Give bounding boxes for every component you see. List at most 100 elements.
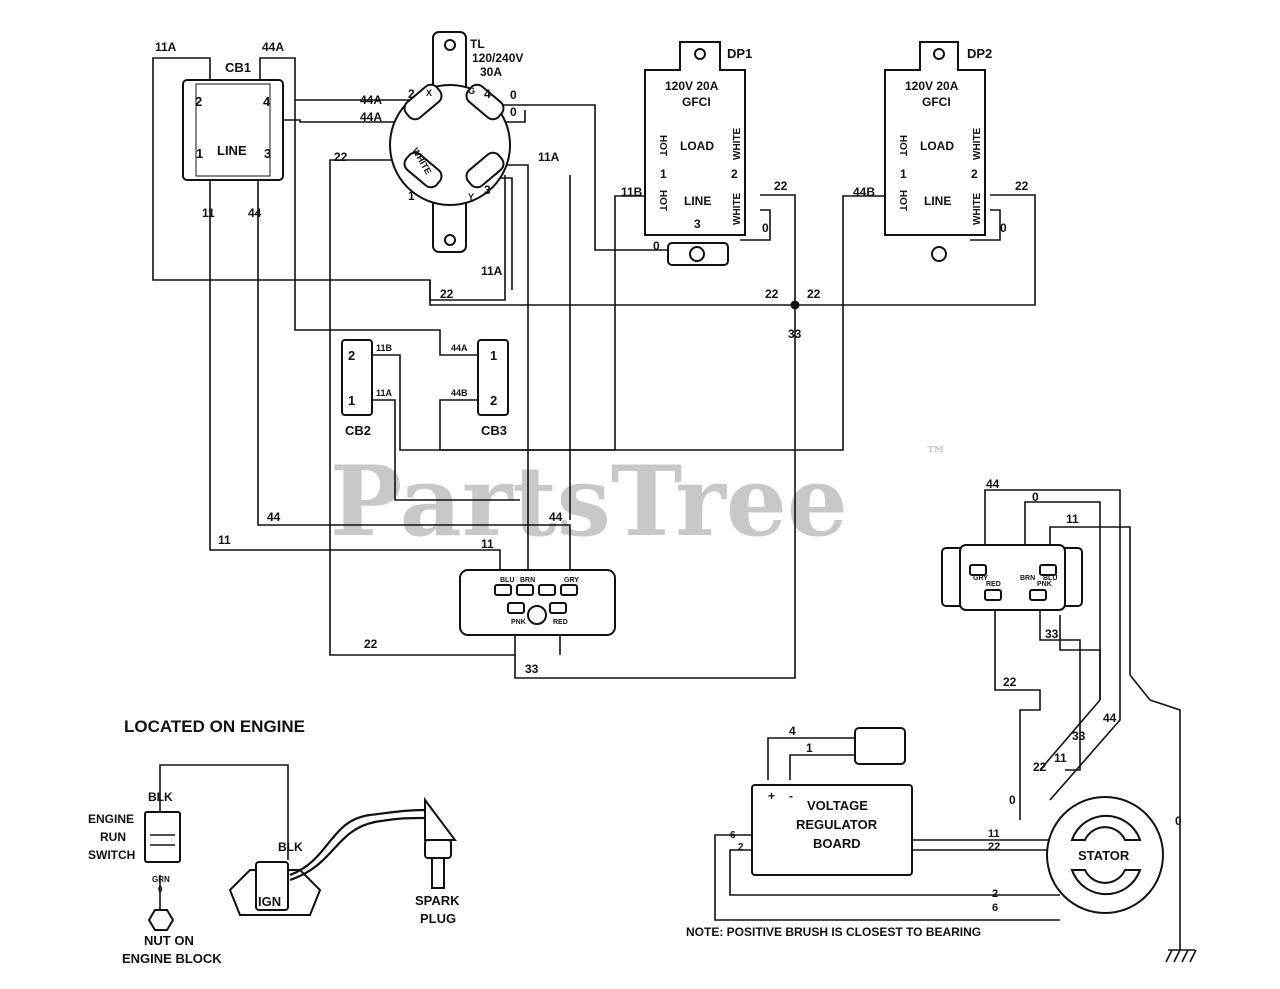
connector-pin-blu: BLU: [500, 577, 514, 584]
stator-connector-pin-brn: BRN: [1020, 575, 1035, 582]
cb1-pin-3: 3: [264, 146, 271, 161]
wires: [152, 57, 1181, 950]
wire-label: 44A: [451, 343, 468, 353]
wire-label: 11B: [621, 185, 643, 199]
tl-pin-1: 1: [408, 189, 415, 203]
cb1-breaker: CB1 2 4 1 3 LINE: [182, 60, 284, 181]
cb3-breaker: 1 2 CB3: [477, 339, 509, 438]
dp1-gfci: DP1 120V 20A GFCI LOAD LINE 1 2 3 HOT HO…: [644, 41, 752, 266]
stator-connector-pin-gry: GRY: [973, 575, 988, 582]
tl-terminal-y: Y: [468, 192, 474, 202]
tl-label: TL: [470, 37, 485, 51]
cb3-label: CB3: [481, 423, 507, 438]
connector-pin-pnk: PNK: [511, 619, 526, 626]
dp1-load-label: LOAD: [680, 139, 714, 153]
engine-wire-grn: GRN: [152, 875, 170, 884]
stator-connector-pin-blu: BLU: [1043, 575, 1057, 582]
wire-label: 0: [1009, 793, 1016, 807]
cb2-pin-2: 2: [348, 348, 355, 363]
dp1-pin-2: 2: [731, 167, 738, 181]
wire-label: 11A: [155, 40, 177, 54]
wire-label: 6: [730, 830, 736, 841]
dp2-line-label: LINE: [924, 194, 951, 208]
wire-label: 0: [1000, 221, 1007, 235]
dp1-label: DP1: [727, 46, 752, 61]
dp2-hot-line: HOT: [897, 190, 908, 211]
wire-label: 22: [807, 287, 821, 301]
vr-title-2: REGULATOR: [796, 817, 878, 832]
wire-label: 44: [248, 206, 262, 220]
wire-label: 22: [440, 287, 454, 301]
dp1-type: GFCI: [682, 95, 711, 109]
wire-label: 22: [1015, 179, 1029, 193]
dp2-pin-1: 1: [900, 167, 907, 181]
engine-heading: LOCATED ON ENGINE: [124, 717, 305, 736]
tl-rating-amps: 30A: [480, 65, 502, 79]
wire-label: 0: [510, 105, 517, 119]
vr-title-3: BOARD: [813, 836, 861, 851]
stator: STATOR: [1046, 796, 1164, 914]
tl-rating-voltage: 120/240V: [472, 51, 523, 65]
dp2-pin-2: 2: [971, 167, 978, 181]
wire-label: 6: [992, 902, 998, 914]
ground-icon: [1165, 949, 1197, 963]
wire-label: 44: [1103, 711, 1117, 725]
engine-switch-label-1: ENGINE: [88, 812, 134, 826]
wire-label: 22: [774, 179, 788, 193]
wire-label: 0: [510, 88, 517, 102]
dp1-hot-load: HOT: [657, 135, 668, 156]
wire-label: 2: [738, 842, 744, 853]
wire-label: 4: [789, 724, 796, 738]
wire-label: 44: [986, 477, 1000, 491]
cb2-label: CB2: [345, 423, 371, 438]
cb2-pin-1: 1: [348, 393, 355, 408]
wire-label: 44: [549, 510, 563, 524]
wire-label: 11A: [481, 264, 503, 278]
engine-wire-blk-1: BLK: [148, 790, 173, 804]
cb3-pin-2: 2: [490, 393, 497, 408]
wire-label: 1: [806, 741, 813, 755]
dp2-white-line: WHITE: [972, 192, 983, 225]
spark-label-2: PLUG: [420, 911, 456, 926]
dp1-rating: 120V 20A: [665, 79, 719, 93]
brush-note: NOTE: POSITIVE BRUSH IS CLOSEST TO BEARI…: [686, 925, 981, 939]
wire-label: 11: [481, 537, 494, 551]
wire-label: 33: [1045, 627, 1059, 641]
dp1-white-line: WHITE: [732, 192, 743, 225]
vr-title-1: VOLTAGE: [807, 798, 868, 813]
stator-connector-pin-pnk: PNK: [1037, 581, 1052, 588]
watermark-trademark: ™: [925, 442, 947, 468]
stator-connector-pin-red: RED: [986, 581, 1001, 588]
tl-terminal-g: G: [468, 86, 475, 96]
engine-nut-label-2: ENGINE BLOCK: [122, 951, 222, 966]
ign-label: IGN: [258, 894, 281, 909]
wire-label: 22: [988, 841, 1000, 853]
wire-label: 44: [267, 510, 281, 524]
tl-pin-2: 2: [408, 87, 415, 101]
wire-label: 11: [988, 828, 1000, 840]
dp2-rating: 120V 20A: [905, 79, 959, 93]
engine-switch-label-3: SWITCH: [88, 848, 135, 862]
dp2-type: GFCI: [922, 95, 951, 109]
connector-pin-gry: GRY: [564, 577, 579, 584]
tl-pin-4: 4: [484, 87, 491, 101]
wire-label: 22: [1003, 675, 1017, 689]
engine-switch-label-2: RUN: [100, 830, 126, 844]
dp1-hot-line: HOT: [657, 190, 668, 211]
engine-wire-0: 0: [158, 885, 163, 894]
wire-label: 44A: [360, 110, 382, 124]
dp1-pin-3: 3: [694, 217, 701, 231]
wire-label: 44A: [360, 93, 382, 107]
vr-minus: -: [789, 789, 793, 803]
connector-block: BLU BRN GRY PNK RED: [459, 569, 616, 636]
dp2-white-load: WHITE: [972, 127, 983, 160]
wire-label: 11: [1054, 751, 1067, 765]
cb1-pin-1: 1: [196, 146, 203, 161]
wire-labels: 11A 44A 11 44 44A 44A 0 0 22 11A 11A 11B…: [155, 40, 1182, 914]
vr-plus: +: [768, 789, 775, 803]
dp1-line-label: LINE: [684, 194, 711, 208]
cb1-pin-2: 2: [195, 94, 202, 109]
tl-receptacle: TL 120/240V 30A 2 4 1 3 X G WHITE Y: [389, 31, 523, 253]
wire-label: 0: [653, 239, 660, 253]
